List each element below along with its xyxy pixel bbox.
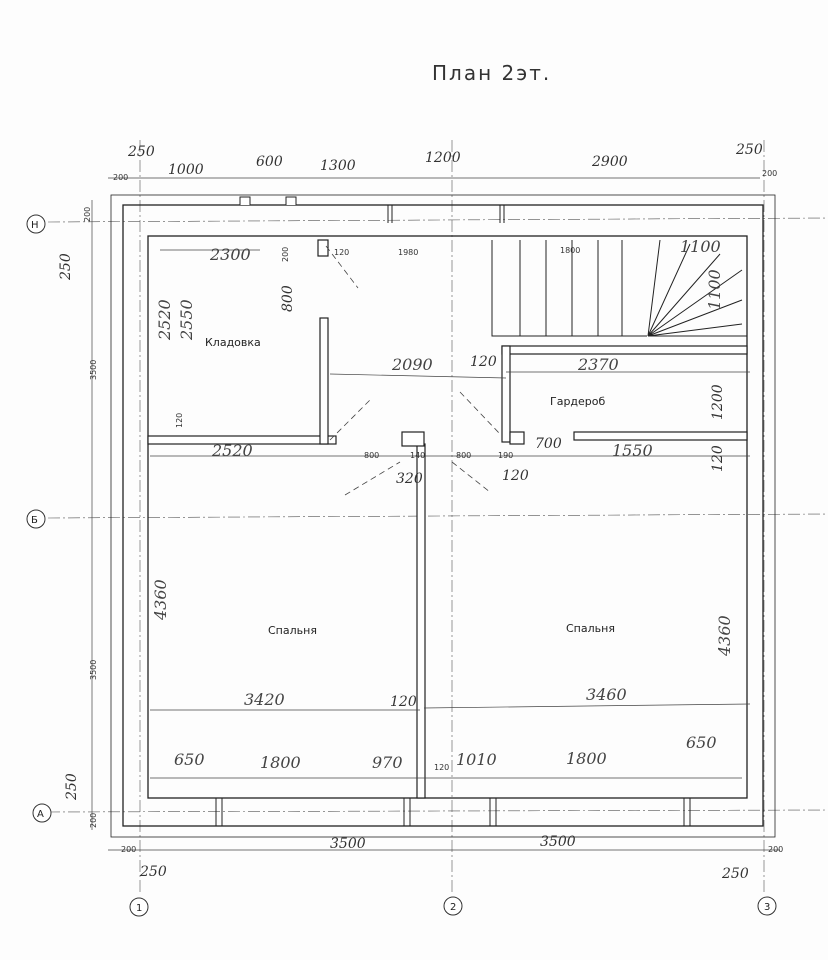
dim-wardrobe-1200: 1200 <box>710 384 726 420</box>
axis-label-3: 3 <box>764 902 770 913</box>
door-swings <box>325 245 501 496</box>
axis-label-a: А <box>37 809 44 820</box>
dim-storage-door: 800 <box>280 285 296 312</box>
dim-storage-wall-120: 120 <box>175 413 184 428</box>
room-label-wardrobe: Гардероб <box>550 395 606 408</box>
dim-bedroom-left-height: 4360 <box>151 579 170 621</box>
dim-wardrobe-1550: 1550 <box>612 441 653 460</box>
axis-label-2: 2 <box>450 902 456 913</box>
axis-label-b: Б <box>31 515 38 526</box>
dim-wardrobe-700: 700 <box>535 436 562 452</box>
dim-top-600: 600 <box>256 154 283 170</box>
axis-lines <box>47 140 828 895</box>
dim-hall-1980: 1980 <box>398 248 418 257</box>
dim-top-2900: 2900 <box>591 154 628 170</box>
dim-bottom-120: 120 <box>434 763 449 772</box>
staircase <box>491 239 747 337</box>
axis-marker-n <box>26 214 46 234</box>
dim-storage-width: 2300 <box>209 245 251 264</box>
dim-left-250-bottom: 250 <box>64 773 80 801</box>
dim-left-250-top: 250 <box>58 253 74 281</box>
dim-wardrobe-2370: 2370 <box>577 355 619 374</box>
axis-marker-1 <box>129 897 149 917</box>
axis-markers <box>26 214 777 917</box>
dim-hall-2090: 2090 <box>391 355 433 374</box>
dim-bottom-650-right: 650 <box>686 733 717 752</box>
dim-left-3500-bottom: 3500 <box>89 660 98 680</box>
axis-label-n: Н <box>31 220 39 231</box>
dim-storage-bottom: 2520 <box>211 441 253 460</box>
dim-bottom-250-right: 250 <box>721 866 749 882</box>
dim-bottom-3500-right: 3500 <box>540 834 576 850</box>
dim-door-320: 320 <box>396 471 423 487</box>
dim-storage-height-2: 2550 <box>177 299 196 341</box>
dim-200: 200 <box>281 247 290 262</box>
dim-bottom-650-left: 650 <box>174 750 205 769</box>
dim-bottom-200-right: 200 <box>768 845 783 854</box>
dim-top-1000: 1000 <box>168 162 204 178</box>
dim-bottom-1800-left: 1800 <box>260 753 301 772</box>
interior-walls <box>147 239 748 799</box>
dim-bottom-200-left: 200 <box>121 845 136 854</box>
dimension-lines <box>91 177 780 851</box>
room-label-bedroom-right: Спальня <box>566 622 615 635</box>
dim-stair-1800: 1800 <box>560 246 580 255</box>
dim-bottom-250-left: 250 <box>139 864 167 880</box>
dim-top-1200: 1200 <box>425 150 461 166</box>
dim-wardrobe-120-side: 120 <box>710 445 726 472</box>
dim-stair-1100-top: 1100 <box>680 237 721 256</box>
dim-stair-1100-side: 1100 <box>705 269 724 310</box>
dim-storage-height-1: 2520 <box>155 299 174 341</box>
dim-bedroom-right-height: 4360 <box>715 615 734 657</box>
dim-bottom-1800-right: 1800 <box>566 749 607 768</box>
dim-top-250: 250 <box>127 144 155 160</box>
plan-title: План 2эт. <box>432 61 551 85</box>
dim-bedroom-right-width: 3460 <box>586 685 627 704</box>
axis-marker-a <box>32 803 52 823</box>
dim-top-200-left: 200 <box>113 173 128 182</box>
axis-label-1: 1 <box>136 903 142 914</box>
room-label-bedroom-left: Спальня <box>268 624 317 637</box>
axis-marker-3 <box>757 896 777 916</box>
axis-marker-2 <box>443 896 463 916</box>
room-label-storage: Кладовка <box>205 336 261 349</box>
exterior-walls <box>110 194 776 838</box>
dim-left-200-bottom: 200 <box>89 813 98 828</box>
dim-bottom-3500-left: 3500 <box>330 836 366 852</box>
dim-door-140: 140 <box>410 451 425 460</box>
dim-top-1300: 1300 <box>320 158 356 174</box>
dim-bottom-1010: 1010 <box>456 750 497 769</box>
dim-door-800-left: 800 <box>364 451 379 460</box>
axis-marker-b <box>26 509 46 529</box>
top-window-frames <box>239 196 505 223</box>
dim-left-3500-top: 3500 <box>89 360 98 380</box>
dim-left-200-top: 200 <box>83 207 92 222</box>
dim-wardrobe-120: 120 <box>470 354 497 370</box>
bottom-window-frames <box>215 798 691 826</box>
dim-bottom-970: 970 <box>372 753 403 772</box>
dim-door-120: 120 <box>502 468 529 484</box>
dim-120-top: 120 <box>334 248 349 257</box>
dim-bedroom-left-width: 3420 <box>244 690 285 709</box>
dim-top-200-right: 200 <box>762 169 777 178</box>
dim-top-250-right: 250 <box>735 142 763 158</box>
dim-door-190: 190 <box>498 451 513 460</box>
dim-door-800-right: 800 <box>456 451 471 460</box>
dim-bedroom-wall-120: 120 <box>390 694 417 710</box>
